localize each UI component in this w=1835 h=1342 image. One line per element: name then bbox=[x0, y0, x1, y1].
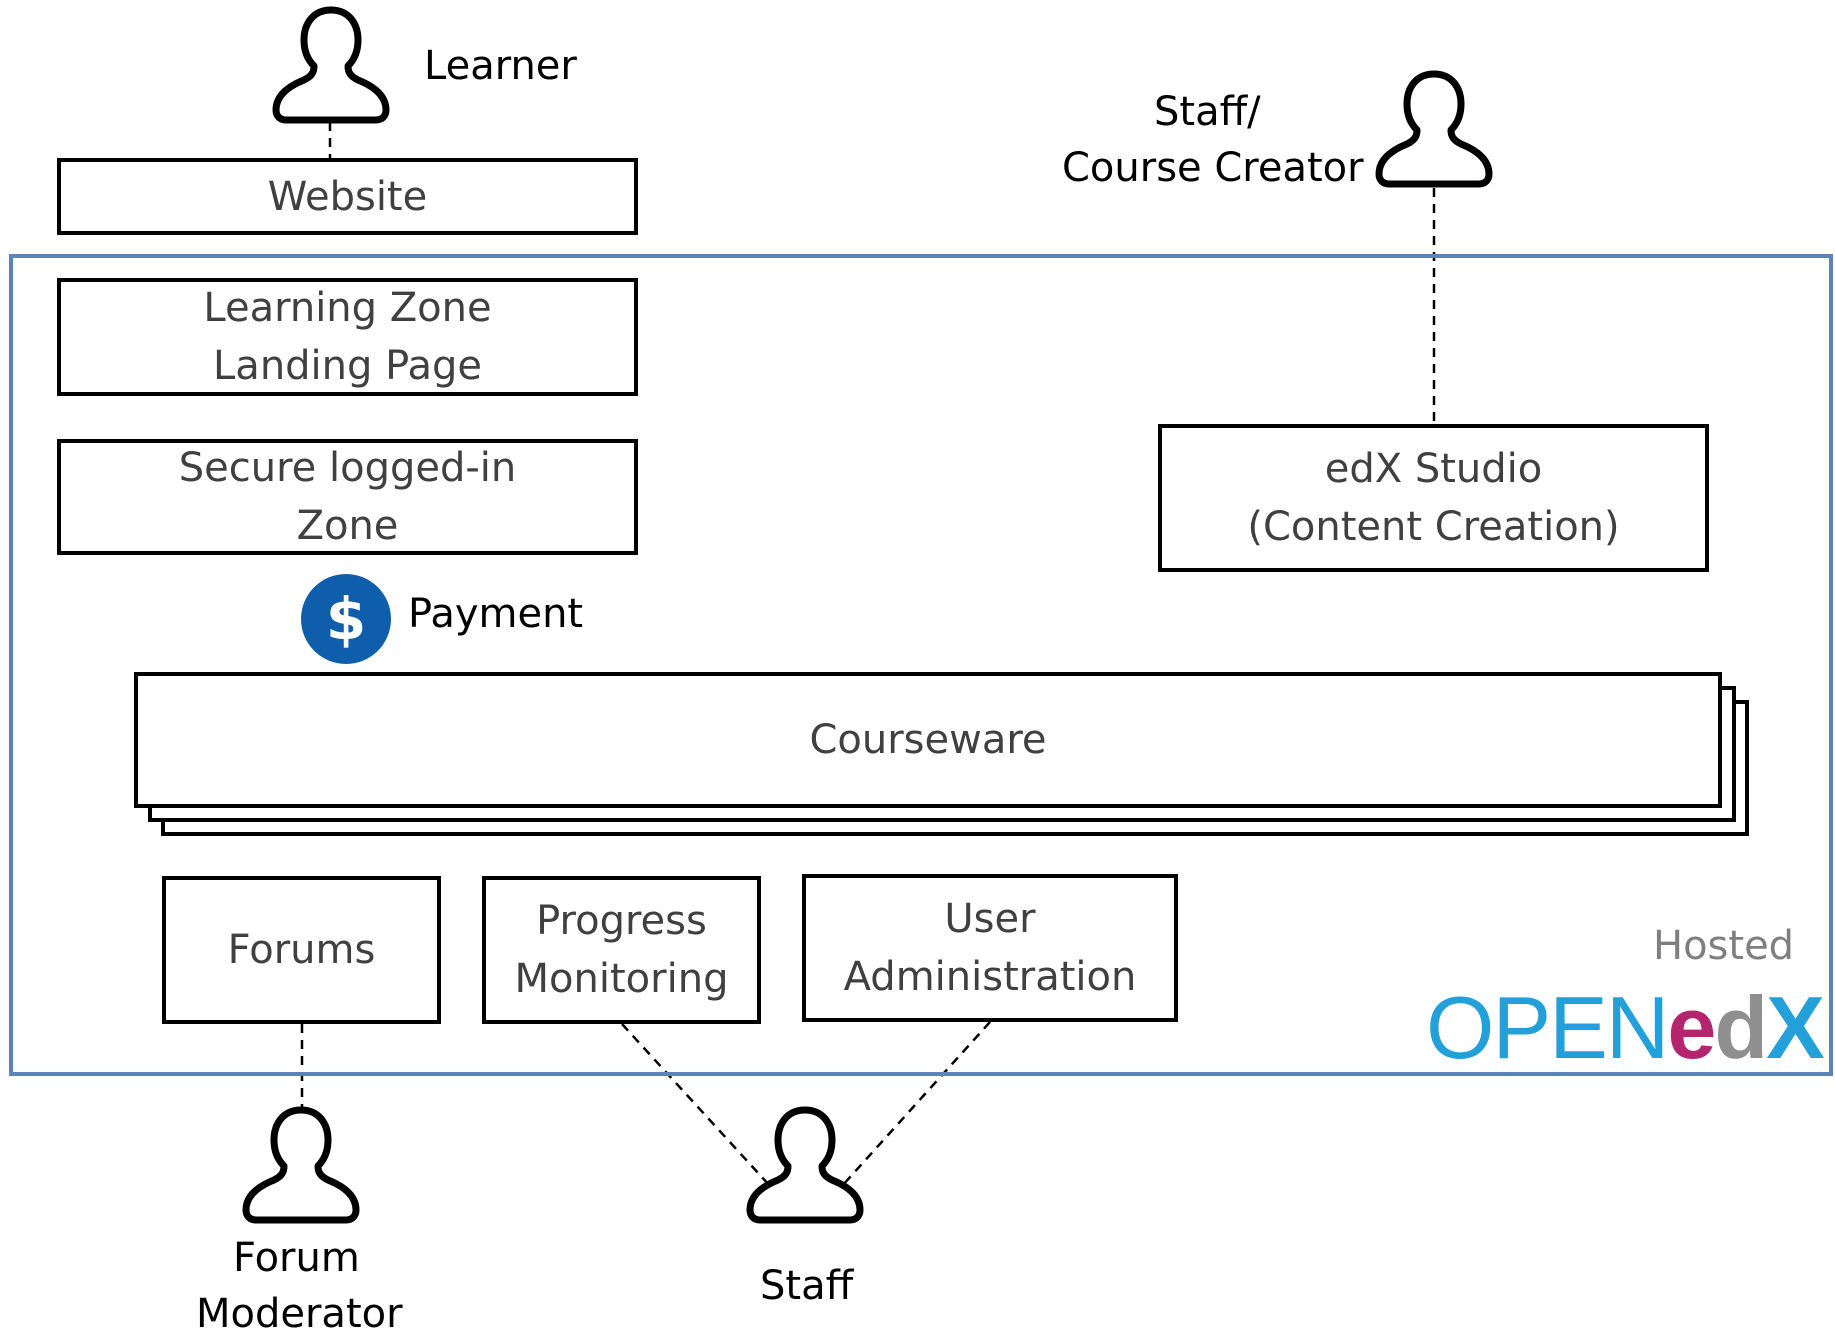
courseware-label: Courseware bbox=[809, 717, 1047, 763]
staff-person-icon bbox=[746, 1106, 864, 1224]
learner-label: Learner bbox=[424, 43, 577, 89]
hosted-label: Hosted bbox=[1653, 923, 1795, 969]
learning-zone-label-line2: Landing Page bbox=[213, 343, 482, 389]
logo-d-text: d bbox=[1714, 978, 1768, 1077]
dollar-icon: $ bbox=[301, 574, 391, 664]
staff-creator-label-line2: Course Creator bbox=[1062, 145, 1364, 191]
logo-e-text: e bbox=[1667, 978, 1716, 1077]
payment-label: Payment bbox=[408, 591, 584, 637]
courseware-box: Courseware bbox=[134, 672, 1722, 808]
learner-person-icon bbox=[272, 6, 390, 124]
progress-monitoring-box: Progress Monitoring bbox=[482, 876, 761, 1024]
website-label: Website bbox=[267, 173, 428, 220]
secure-zone-label-line1: Secure logged-in bbox=[178, 445, 517, 491]
forum-moderator-label-line2: Moderator bbox=[196, 1291, 403, 1337]
logo-open-text: OPEN bbox=[1426, 978, 1669, 1077]
studio-label-line2: (Content Creation) bbox=[1247, 504, 1620, 550]
forum-moderator-label-line1: Forum bbox=[233, 1235, 360, 1281]
secure-zone-label-line2: Zone bbox=[296, 503, 399, 549]
user-administration-box: User Administration bbox=[802, 874, 1178, 1022]
staff-label: Staff bbox=[760, 1263, 854, 1309]
edx-studio-box: edX Studio (Content Creation) bbox=[1158, 424, 1709, 572]
studio-label-line1: edX Studio bbox=[1324, 446, 1543, 492]
user-admin-label-line1: User bbox=[944, 896, 1036, 942]
course-creator-person-icon bbox=[1375, 70, 1493, 188]
logo-x-text: X bbox=[1766, 978, 1825, 1077]
learning-zone-label-line1: Learning Zone bbox=[203, 285, 492, 331]
forums-label: Forums bbox=[227, 927, 376, 973]
staff-creator-label-line1: Staff/ bbox=[1154, 89, 1261, 135]
open-edx-logo: OPENedX bbox=[1426, 978, 1825, 1077]
secure-logged-in-zone-box: Secure logged-in Zone bbox=[57, 439, 638, 555]
admin-staff-connector bbox=[841, 1021, 991, 1187]
user-admin-label-line2: Administration bbox=[843, 954, 1137, 1000]
progress-label-line1: Progress bbox=[536, 898, 707, 944]
learning-zone-landing-page-box: Learning Zone Landing Page bbox=[57, 278, 638, 396]
forum-moderator-person-icon bbox=[242, 1106, 360, 1224]
progress-label-line2: Monitoring bbox=[514, 956, 729, 1002]
forums-box: Forums bbox=[162, 876, 441, 1024]
hosted-platform-frame bbox=[9, 254, 1833, 1076]
progress-staff-connector bbox=[621, 1023, 771, 1187]
website-box: Website bbox=[57, 158, 638, 235]
